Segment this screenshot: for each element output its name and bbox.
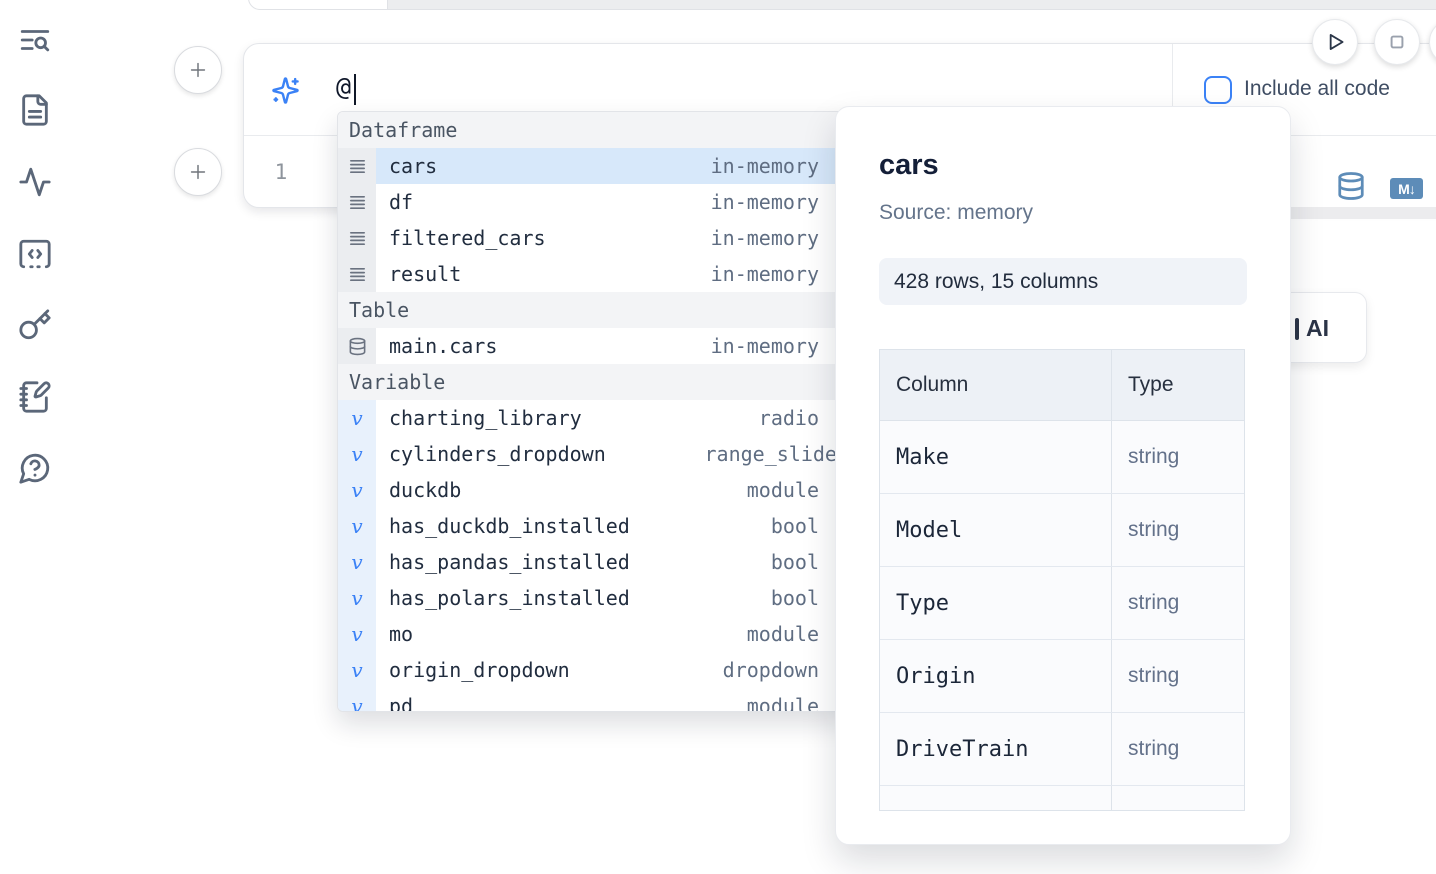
completion-section-table: Table [338,292,849,328]
clipped-letter-fragment [1295,318,1299,340]
dataframe-icon [338,220,376,256]
preview-shape-badge: 428 rows, 15 columns [879,258,1247,305]
variable-icon: v [338,652,376,688]
variable-icon: v [338,616,376,652]
help-chat-icon[interactable] [18,451,52,485]
schema-header-type: Type [1128,373,1174,396]
previous-cell-footer [387,0,1436,9]
completion-section-variable: Variable [338,364,849,400]
prompt-vertical-divider [1172,44,1173,135]
text-cursor [354,74,356,105]
add-cell-below-button[interactable] [174,148,222,196]
ai-prompt-input[interactable]: @ [336,72,352,101]
table-row: Make string [880,421,1244,494]
table-row: Type string [880,567,1244,640]
markdown-icon[interactable]: M↓ [1390,178,1423,199]
dataframe-preview-card: cars Source: memory 428 rows, 15 columns… [835,106,1291,845]
add-cell-above-button[interactable] [174,46,222,94]
table-row: Model string [880,494,1244,567]
dataframe-icon [338,148,376,184]
dataframe-icon [338,256,376,292]
variable-icon: v [338,472,376,508]
table-icon [338,328,376,364]
schema-header-row: Column Type [880,350,1244,421]
include-all-code-label: Include all code [1244,77,1390,100]
ai-button-label: AI [1306,315,1329,341]
variable-icon: v [338,436,376,472]
stop-button[interactable] [1374,19,1420,65]
activity-icon[interactable] [18,165,52,199]
dataframe-icon [338,184,376,220]
key-icon[interactable] [18,308,52,342]
variable-icon: v [338,544,376,580]
table-row: Origin string [880,640,1244,713]
variable-icon: v [338,688,376,711]
previous-cell-edge [248,0,1436,10]
file-text-icon[interactable] [18,93,52,127]
text-search-icon[interactable] [18,23,52,57]
database-icon[interactable] [1336,171,1366,201]
schema-table: Column Type Make string Model string Typ… [879,349,1245,811]
preview-title: cars [879,149,939,181]
line-number: 1 [274,160,288,184]
preview-source: Source: memory [879,201,1034,224]
run-cell-button[interactable] [1312,19,1358,65]
completion-section-dataframe: Dataframe [338,112,849,148]
schema-header-column: Column [880,350,1112,420]
table-row: DriveTrain string [880,713,1244,786]
variable-icon: v [338,400,376,436]
include-all-code-checkbox[interactable] [1204,76,1232,104]
notebook-pen-icon[interactable] [18,380,52,414]
sparkles-icon [271,76,300,105]
variable-icon: v [338,580,376,616]
table-row-partial [880,786,1244,810]
code-square-icon[interactable] [18,237,52,271]
variable-icon: v [338,508,376,544]
